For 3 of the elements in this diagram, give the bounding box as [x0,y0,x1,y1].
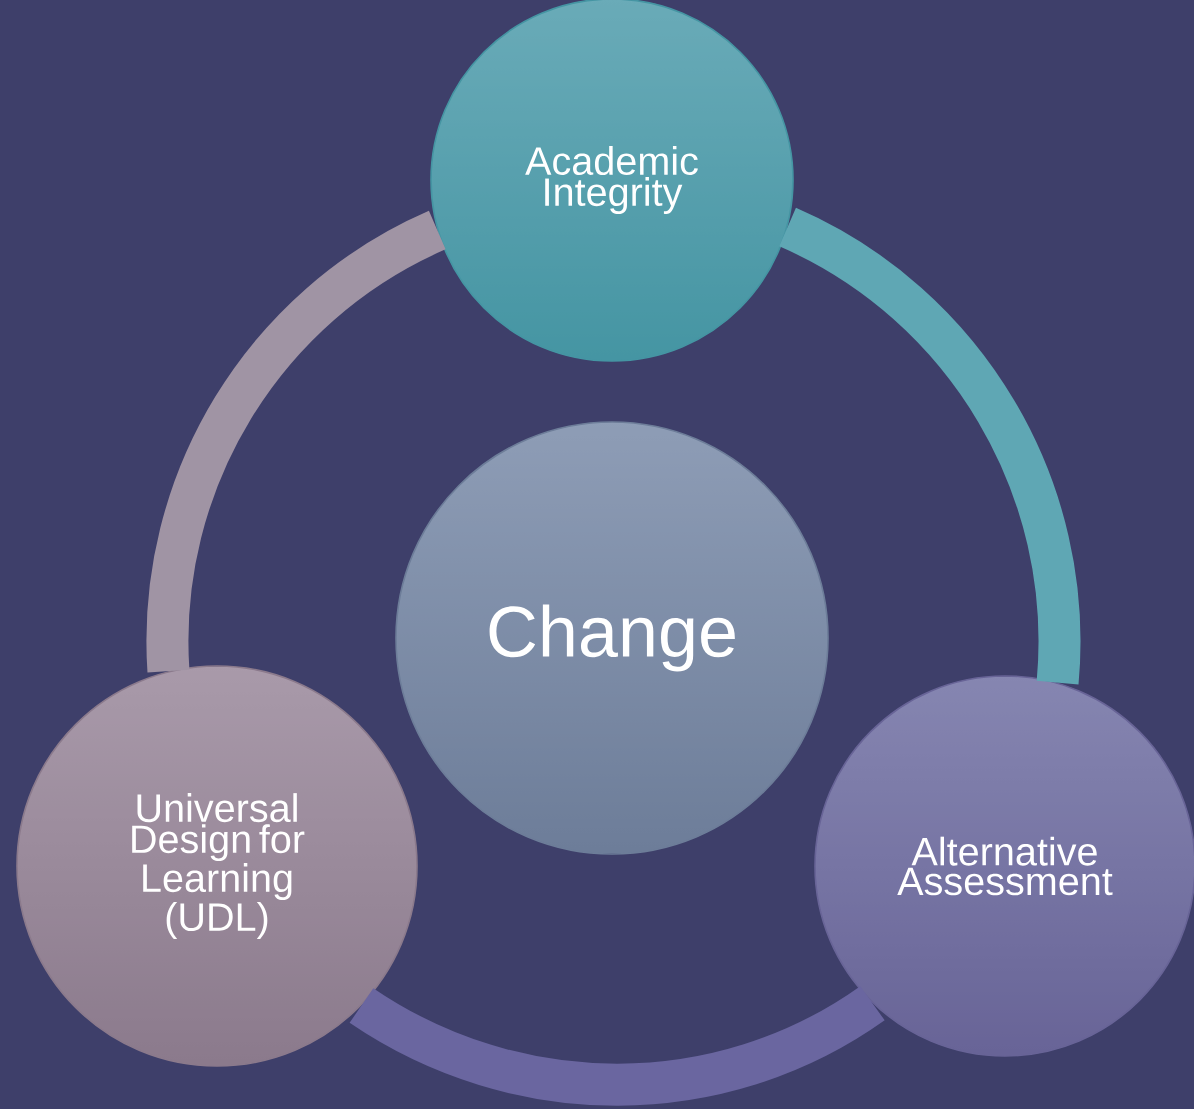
ring-arc [350,985,884,1106]
ring-arc [778,208,1081,684]
ring-arc [146,211,447,672]
